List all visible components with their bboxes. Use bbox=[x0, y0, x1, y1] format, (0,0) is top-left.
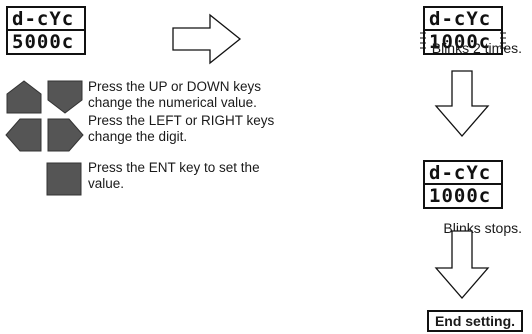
display-set: d-cYc 1000c bbox=[423, 160, 503, 209]
right-arrow-icon bbox=[172, 13, 242, 65]
left-right-keys-instruction: Press the LEFT or RIGHT keys change the … bbox=[88, 113, 275, 144]
blink-marks-icon bbox=[420, 32, 426, 49]
up-key-icon bbox=[6, 80, 42, 114]
display-divider bbox=[425, 29, 501, 31]
blinks-note: Blinks 2 times. bbox=[431, 40, 522, 56]
display-blinking-value: 1000c bbox=[429, 31, 492, 53]
down-arrow-icon bbox=[434, 230, 490, 299]
blink-marks-icon bbox=[500, 32, 506, 49]
display-set-parameter: d-cYc bbox=[429, 162, 492, 184]
ent-key-instruction: Press the ENT key to set the value. bbox=[88, 160, 260, 191]
end-setting-label: End setting. bbox=[427, 310, 523, 332]
down-arrow-icon bbox=[434, 70, 490, 137]
ent-key-icon bbox=[46, 162, 82, 196]
left-key-icon bbox=[5, 118, 42, 152]
display-initial-parameter: d-cYc bbox=[12, 8, 75, 30]
display-divider bbox=[425, 183, 501, 185]
down-key-icon bbox=[47, 80, 83, 114]
display-blinking: d-cYc 1000c bbox=[420, 6, 506, 55]
right-key-icon bbox=[47, 118, 84, 152]
display-blinking-parameter: d-cYc bbox=[429, 8, 492, 30]
display-set-value: 1000c bbox=[429, 185, 492, 207]
display-initial: d-cYc 5000c bbox=[6, 6, 86, 55]
display-initial-value: 5000c bbox=[12, 31, 75, 53]
up-down-keys-instruction: Press the UP or DOWN keys change the num… bbox=[88, 79, 262, 110]
display-divider bbox=[8, 29, 84, 31]
